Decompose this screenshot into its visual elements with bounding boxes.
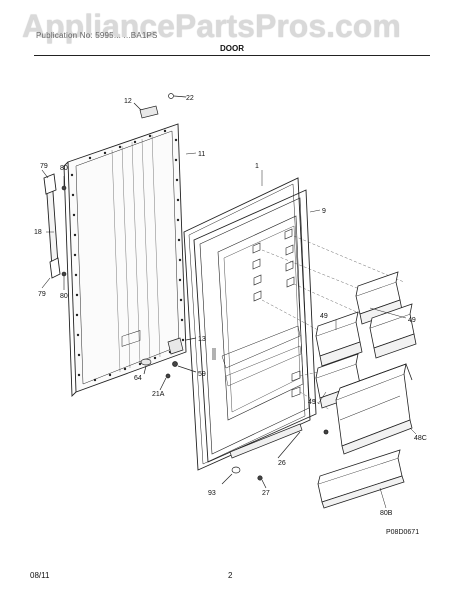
callout-leaders <box>46 152 417 509</box>
hinge-parts <box>140 337 197 391</box>
callout-labels: 1 9 11 12 22 79 80 18 79 80 13 59 64 21A… <box>34 95 427 536</box>
callout-11: 11 <box>198 151 205 158</box>
callout-93: 93 <box>208 490 216 497</box>
callout-80-bottom: 80 <box>60 293 68 300</box>
callout-1: 1 <box>255 163 259 170</box>
footer-date: 08/11 <box>30 571 50 580</box>
door-handle <box>43 173 61 279</box>
footer-page-number: 2 <box>228 571 233 580</box>
callout-49-lower: 49 <box>308 399 316 406</box>
section-title: DOOR <box>220 44 244 53</box>
callout-79-bottom: 79 <box>38 291 46 298</box>
door-gasket-and-liner <box>183 177 317 471</box>
callout-18: 18 <box>34 229 42 236</box>
callout-79-top: 79 <box>40 163 48 170</box>
header-divider <box>34 55 430 56</box>
callout-48c: 48C <box>414 435 427 442</box>
callout-49-right: 49 <box>408 317 416 324</box>
callout-12: 12 <box>124 98 132 105</box>
callout-80b: 80B <box>380 510 393 517</box>
callout-49-left: 49 <box>320 313 328 320</box>
callout-59: 59 <box>198 371 206 378</box>
callout-26: 26 <box>278 460 286 467</box>
bottom-bin <box>317 449 405 509</box>
callout-27: 27 <box>262 490 270 497</box>
callout-64: 64 <box>134 375 142 382</box>
callout-9: 9 <box>322 208 326 215</box>
watermark-logo: AppliancePartsPros.com <box>22 8 401 44</box>
exploded-view-guides <box>261 235 405 411</box>
publication-header: Publication No: 5995... ...BA1PS <box>36 31 158 40</box>
bottom-trim-parts <box>221 423 303 489</box>
callout-80-top: 80 <box>60 165 68 172</box>
outer-door-panel <box>63 123 187 398</box>
door-drawer <box>323 363 413 455</box>
callout-22: 22 <box>186 95 194 102</box>
figure-code: P08D0671 <box>386 529 419 536</box>
door-bins <box>315 271 417 409</box>
handle-screws <box>41 169 67 290</box>
callout-21a: 21A <box>152 391 165 398</box>
top-cap-parts <box>133 93 187 119</box>
callout-13: 13 <box>198 336 206 343</box>
